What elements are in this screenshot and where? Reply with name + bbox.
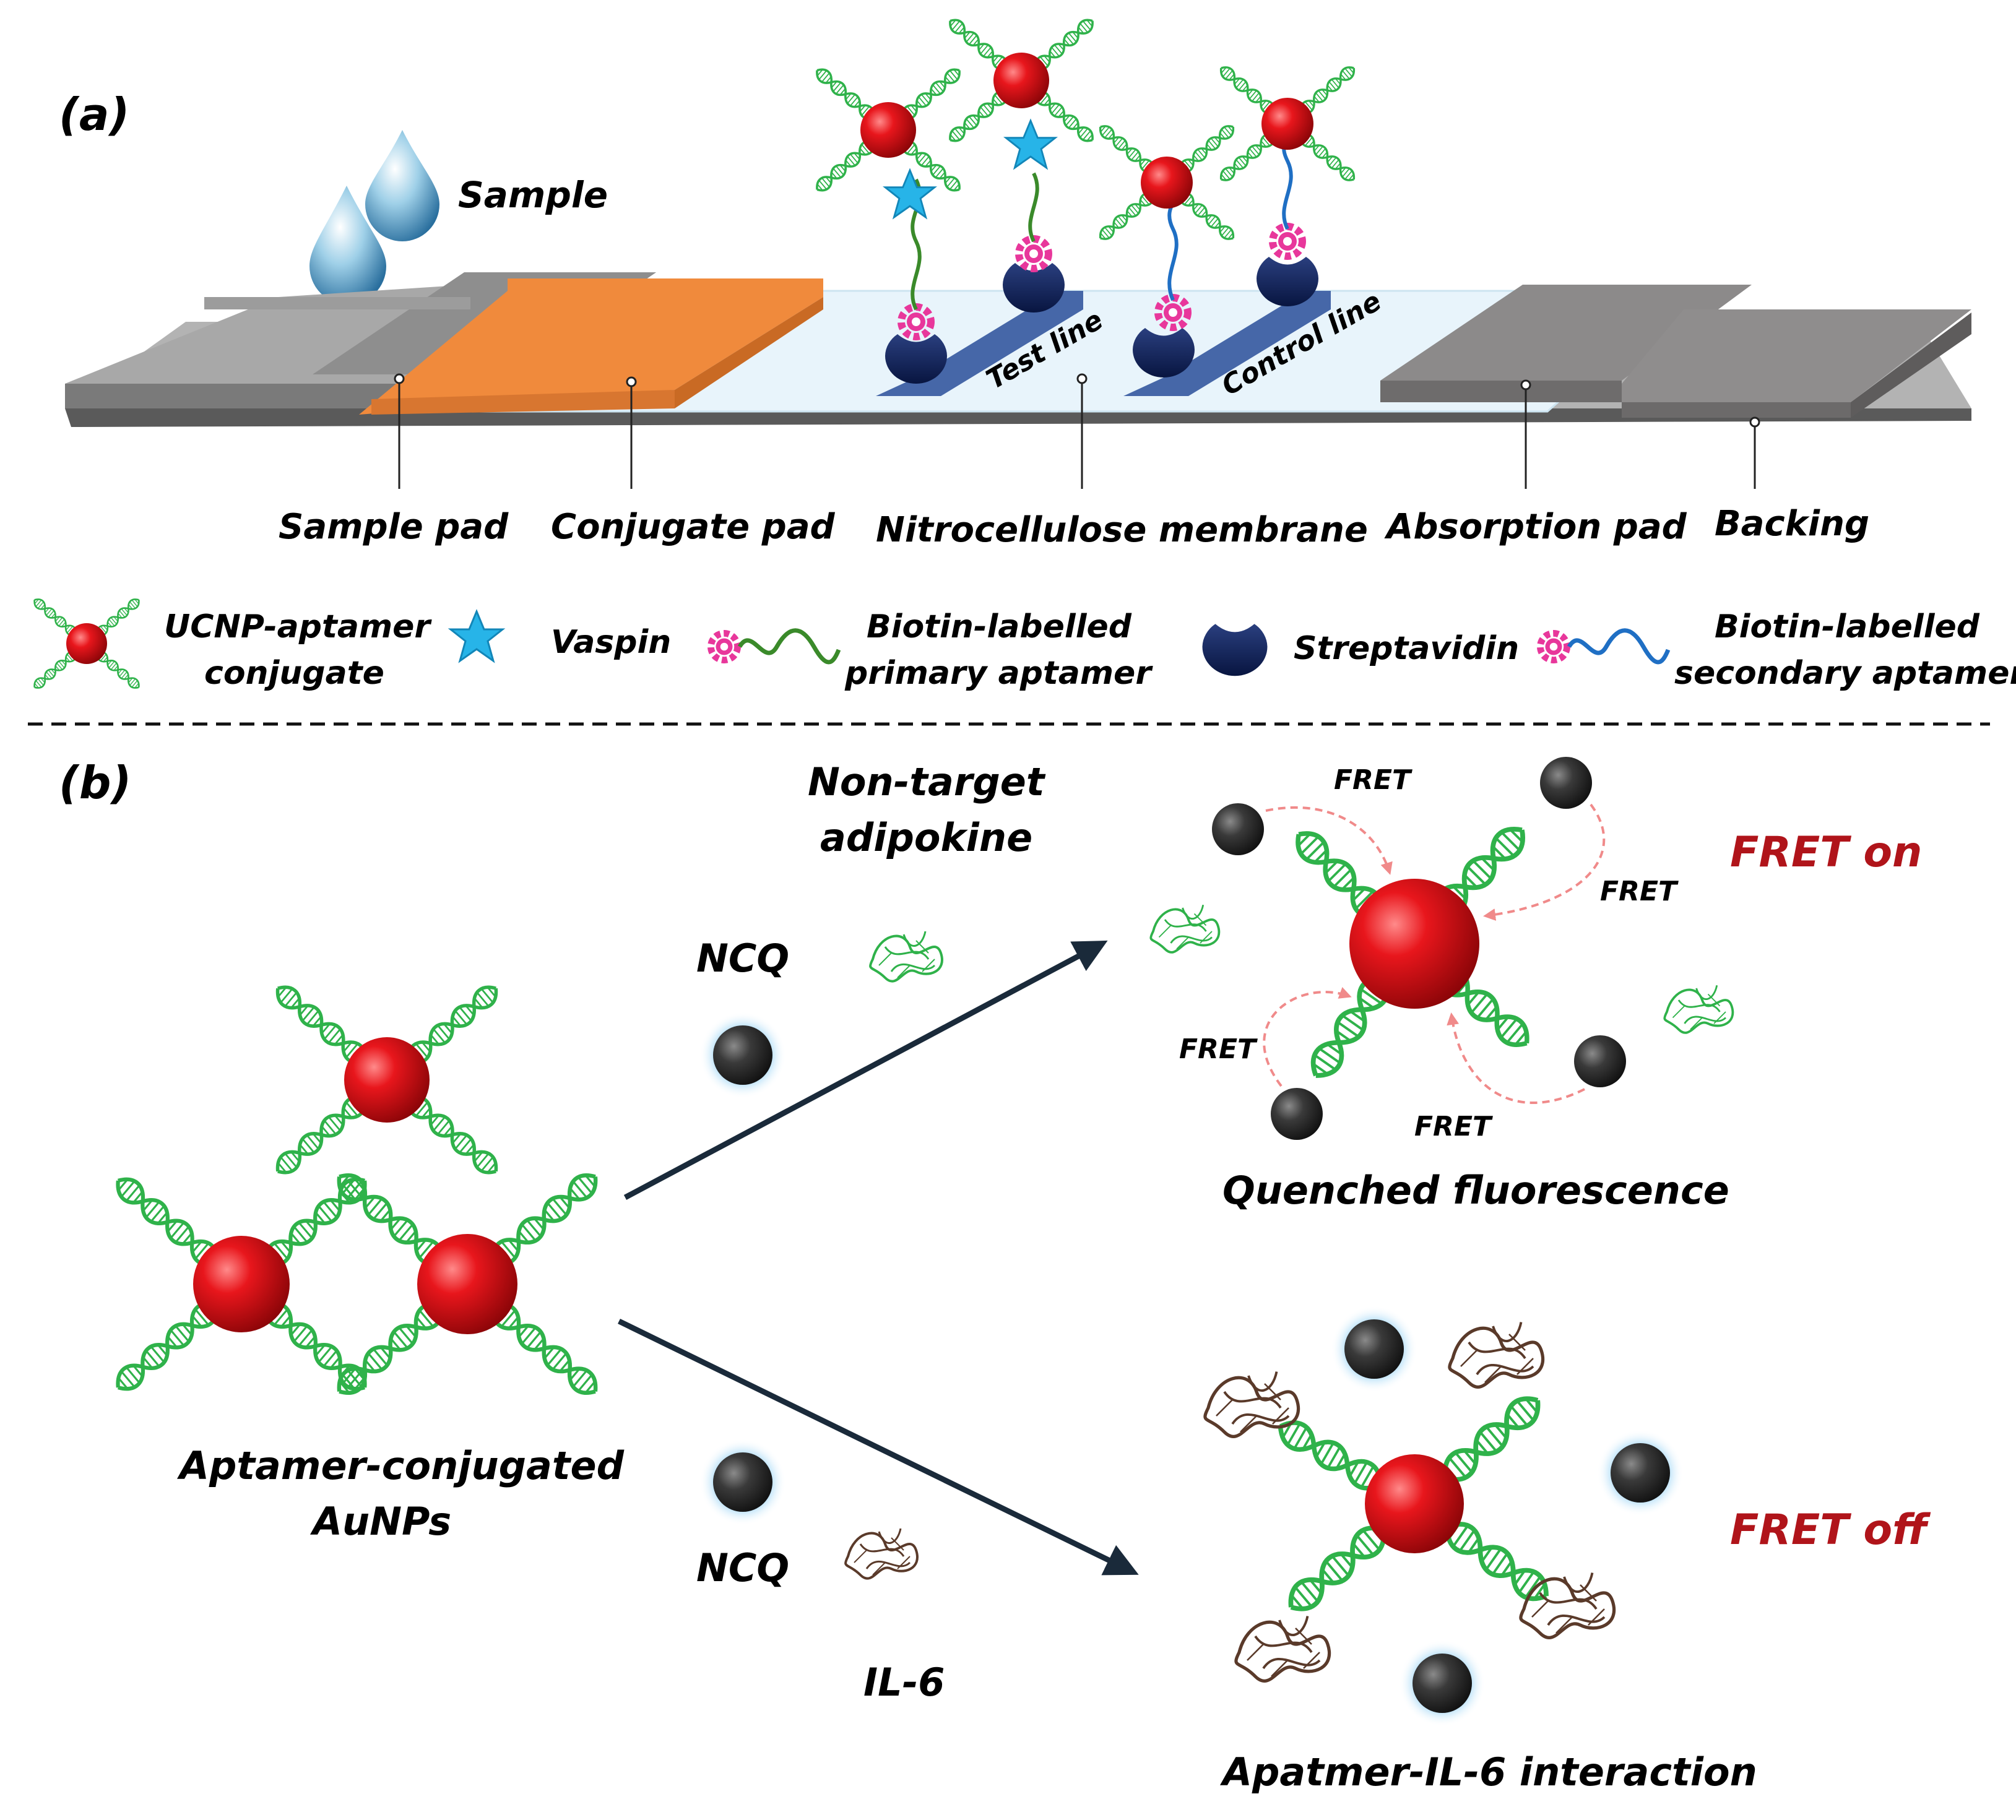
legend-biotin-primary-label-2: primary aptamer [844, 655, 1153, 692]
non-target-protein-right [1663, 984, 1734, 1034]
non-target-label-2: adipokine [820, 815, 1032, 860]
legend-ucnp-icon [32, 597, 142, 691]
absorption-pad [1380, 285, 1971, 418]
fret-on-label: FRET on [1730, 828, 1922, 877]
il6-label: IL-6 [863, 1660, 945, 1705]
conjugate-pad [359, 278, 823, 415]
aptamer-aunps-label-1: Aptamer-conjugated [176, 1443, 625, 1488]
fret-label-1: FRET [1334, 764, 1412, 796]
legend-biotin-primary-icon [711, 628, 841, 665]
aptamer-aunps-label-2: AuNPs [309, 1499, 451, 1544]
ncq-bottom-label: NCQ [696, 1545, 789, 1590]
interaction-label: Apatmer-IL-6 interaction [1219, 1749, 1757, 1795]
nitrocellulose-label: Nitrocellulose membrane [876, 510, 1368, 550]
fret-label-3: FRET [1179, 1033, 1258, 1065]
arrow-lower [618, 1318, 1139, 1576]
legend-streptavidin-label: Streptavidin [1294, 630, 1519, 667]
non-target-protein-left [1149, 904, 1221, 954]
fret-on-complex [1212, 757, 1626, 1140]
fret-arrows [1263, 803, 1606, 1104]
legend-vaspin-icon [449, 610, 504, 662]
non-target-label-1: Non-target [808, 759, 1046, 804]
ncq-bottom-icon [699, 1439, 786, 1525]
arrow-upper [623, 940, 1108, 1200]
fret-off-label: FRET off [1730, 1506, 1931, 1555]
non-target-protein-icon [869, 930, 943, 983]
conjugate-pad-label: Conjugate pad [551, 507, 835, 547]
test-line [876, 291, 1083, 396]
ncq-top-icon [699, 1012, 786, 1098]
control-line-complex-2 [1218, 64, 1357, 306]
aptamer-aunps-cluster [111, 981, 602, 1400]
il6-protein-icon [844, 1527, 919, 1580]
fret-label-2: FRET [1600, 876, 1679, 907]
sample-pad-label: Sample pad [279, 507, 509, 547]
ncq-top-label: NCQ [696, 936, 789, 981]
droplet-icon [309, 130, 439, 304]
panel-a-label: (a) [59, 88, 129, 140]
sample-label: Sample [458, 174, 608, 216]
legend-vaspin-label: Vaspin [551, 624, 671, 661]
test-line-complex-2 [946, 16, 1097, 313]
legend-streptavidin-icon [1202, 624, 1268, 676]
fret-label-4: FRET [1414, 1111, 1493, 1142]
backing-label: Backing [1715, 504, 1869, 544]
strip-leader-dots [394, 373, 1760, 428]
legend-biotin-secondary-icon [1540, 628, 1671, 665]
strip-leader-lines [398, 379, 1756, 489]
control-line [1123, 291, 1331, 396]
absorption-pad-label: Absorption pad [1384, 507, 1687, 547]
fret-off-complex [1274, 1390, 1554, 1617]
legend-biotin-secondary-label-1: Biotin-labelled [1715, 608, 1980, 645]
panel-b-label: (b) [59, 757, 131, 809]
legend-biotin-primary-label-1: Biotin-labelled [867, 608, 1132, 645]
control-line-complex-1 [1097, 123, 1237, 377]
test-line-complex-1 [813, 66, 964, 384]
quenched-label: Quenched fluorescence [1222, 1168, 1729, 1213]
legend-ucnp-label-2: conjugate [204, 655, 384, 692]
legend-ucnp-label-1: UCNP-aptamer [164, 608, 432, 645]
legend-biotin-secondary-label-2: secondary aptamer [1674, 655, 2016, 692]
